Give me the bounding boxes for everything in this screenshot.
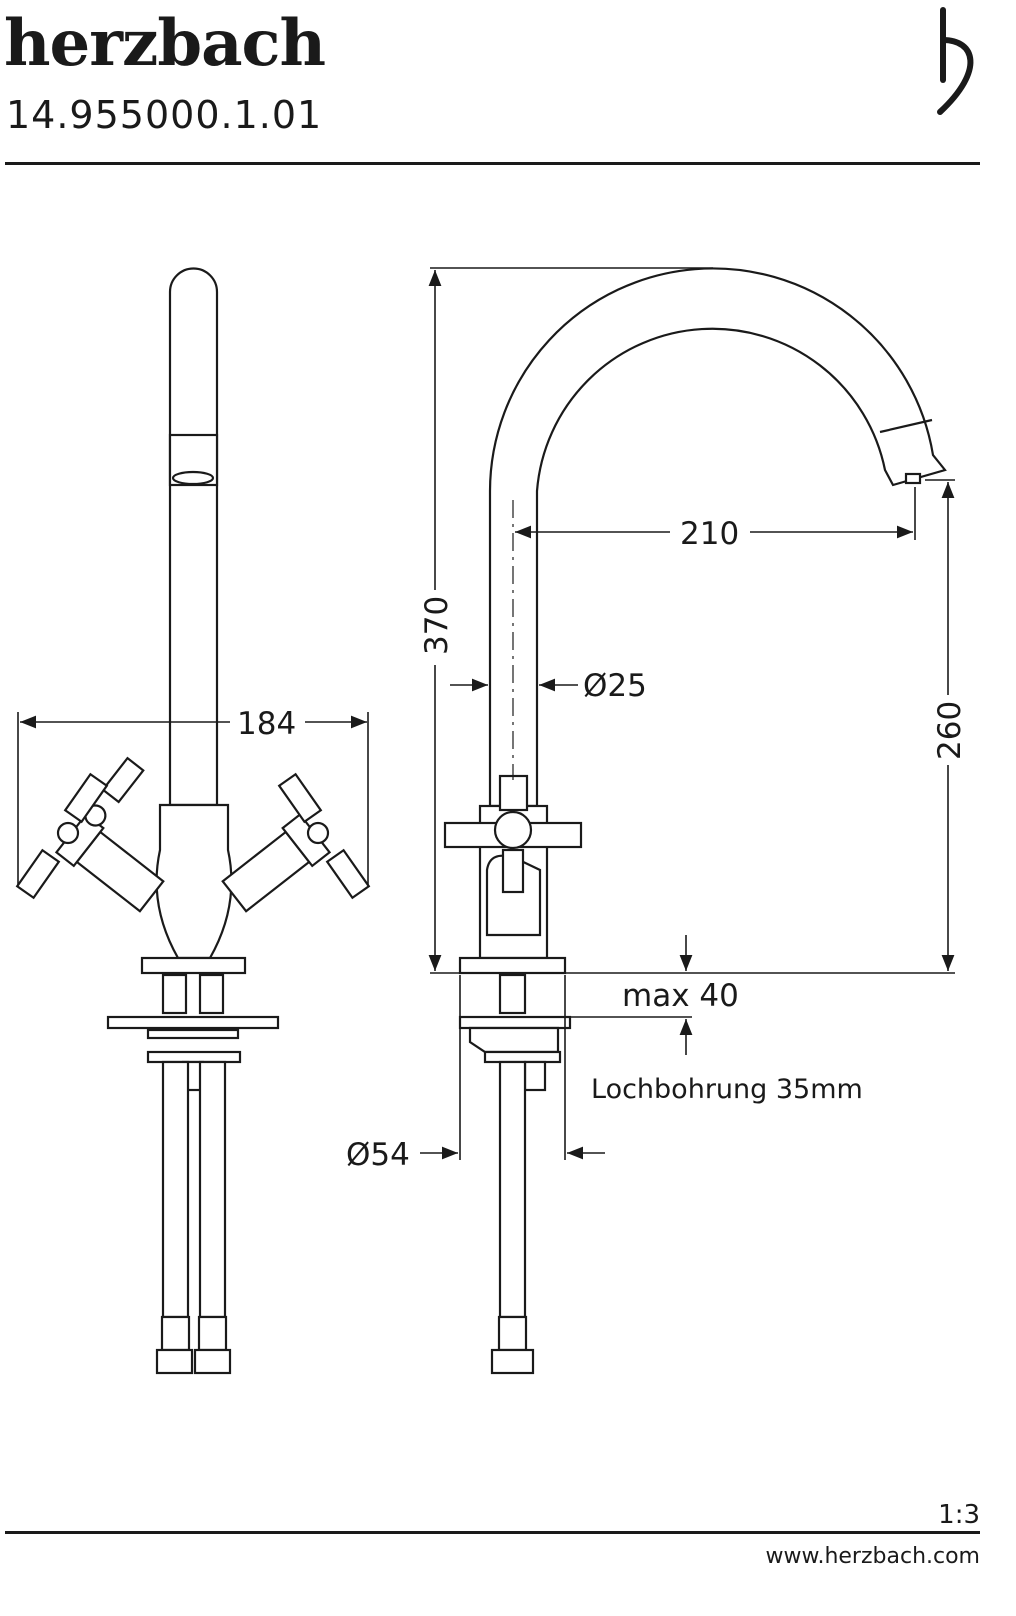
part-number: 14.955000.1.01 xyxy=(6,93,323,137)
dim-hole-note: Lochbohrung 35mm xyxy=(591,1074,863,1105)
dim-spout-reach: 210 xyxy=(680,516,739,552)
dim-tube-diameter: Ø25 xyxy=(583,668,647,704)
footer-divider xyxy=(5,1531,980,1534)
website-url: www.herzbach.com xyxy=(765,1544,981,1569)
dim-spout-height: 260 xyxy=(932,701,968,760)
brand-name: herzbach xyxy=(4,6,326,81)
drawing-scale: 1:3 xyxy=(938,1500,980,1530)
brand-logo-icon xyxy=(937,7,974,115)
dim-max-thickness: max 40 xyxy=(622,978,739,1014)
side-view xyxy=(443,267,947,1375)
header-divider xyxy=(5,162,980,165)
dim-total-height: 370 xyxy=(419,596,455,655)
front-view xyxy=(15,267,371,1375)
dim-width-handles: 184 xyxy=(237,706,296,742)
dim-base-diameter: Ø54 xyxy=(346,1137,410,1173)
